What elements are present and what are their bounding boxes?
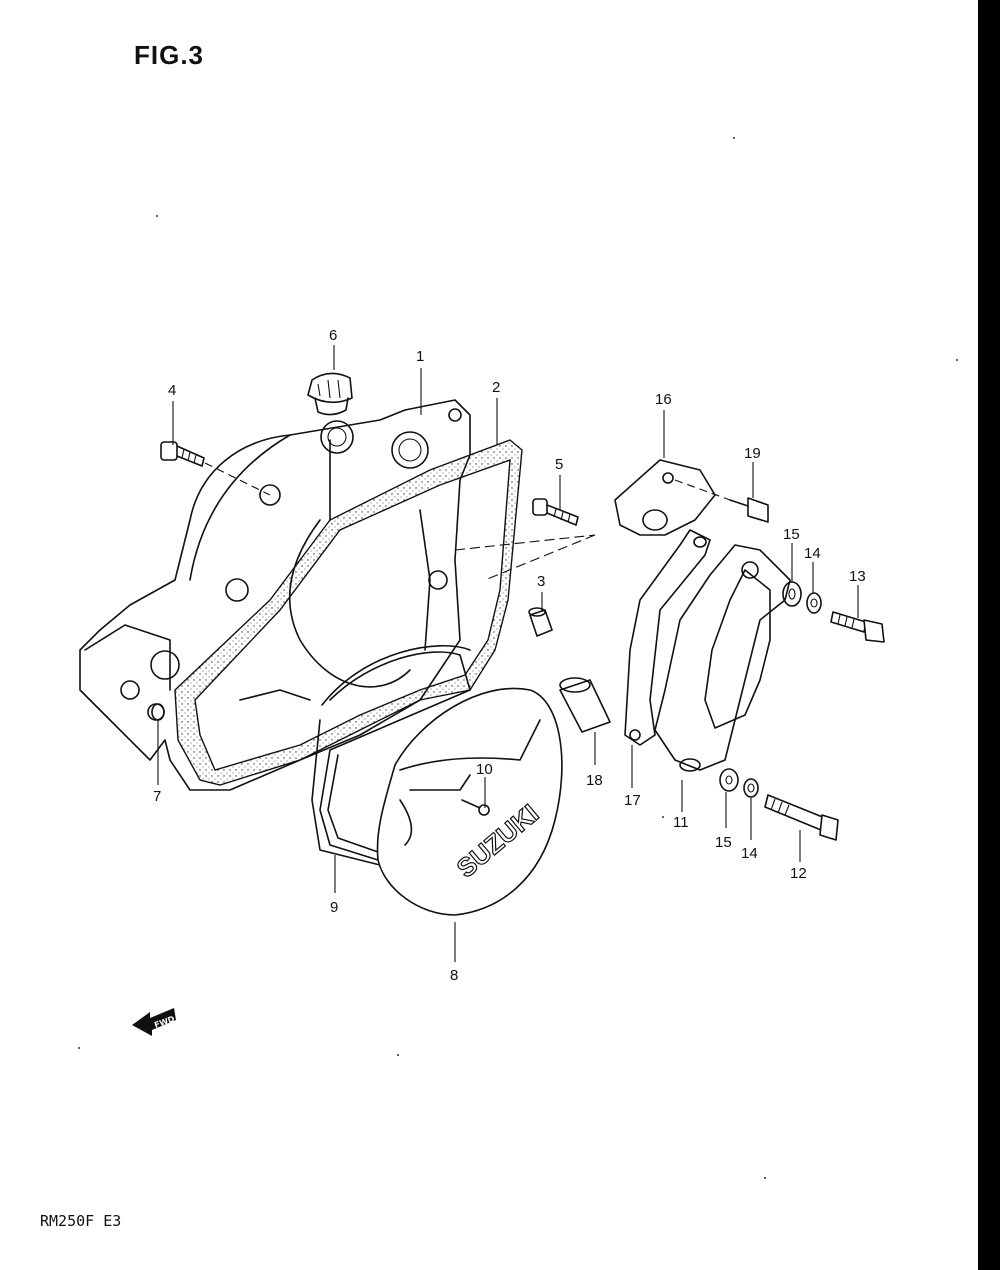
callout-16: 16 <box>655 391 672 408</box>
callout-2: 2 <box>492 379 500 396</box>
callout-17: 17 <box>624 792 641 809</box>
callout-18: 18 <box>586 772 603 789</box>
callout-leaders <box>157 345 859 962</box>
cover-gasket <box>174 439 523 786</box>
callout-8: 8 <box>450 967 458 984</box>
spacer-18 <box>559 677 611 733</box>
screw-10 <box>461 799 490 816</box>
callout-13: 13 <box>849 568 866 585</box>
callout-1: 1 <box>416 348 424 365</box>
model-code: RM250F E3 <box>40 1212 122 1230</box>
bolt-19 <box>729 497 769 523</box>
guard-plate-17 <box>624 529 711 746</box>
nut-14-upper <box>806 592 822 614</box>
callout-numbers: 1 2 3 4 5 6 7 8 9 10 11 12 13 14 14 15 1… <box>153 327 866 984</box>
scan-edge-bar <box>978 0 1000 1270</box>
callout-11: 11 <box>673 814 689 831</box>
callout-14-upper: 14 <box>804 545 821 562</box>
callout-5: 5 <box>555 456 563 473</box>
figure-title: FIG.3 <box>134 40 205 70</box>
clutch-cover: SUZUKI <box>376 687 563 916</box>
bolt-5 <box>454 498 596 581</box>
callout-15-lower: 15 <box>715 834 732 851</box>
callout-19: 19 <box>744 445 761 462</box>
nut-14-lower <box>743 778 759 798</box>
callout-4: 4 <box>168 382 176 399</box>
callout-15-upper: 15 <box>783 526 800 543</box>
scan-specks <box>78 137 958 1179</box>
dowel-pin-3 <box>528 607 553 637</box>
callout-14-lower: 14 <box>741 845 758 862</box>
callout-6: 6 <box>329 327 337 344</box>
bolt-12 <box>764 794 839 841</box>
callout-7: 7 <box>153 788 161 805</box>
callout-9: 9 <box>330 899 338 916</box>
bolt-4 <box>160 441 271 496</box>
callout-12: 12 <box>790 865 807 882</box>
forward-direction-arrow: FWD <box>132 1008 176 1036</box>
bracket-16 <box>614 459 731 536</box>
washer-15-lower <box>719 768 739 792</box>
oil-filler-cap <box>307 372 353 416</box>
callout-10: 10 <box>476 761 493 778</box>
bolt-13 <box>830 611 885 643</box>
callout-3: 3 <box>537 573 545 590</box>
